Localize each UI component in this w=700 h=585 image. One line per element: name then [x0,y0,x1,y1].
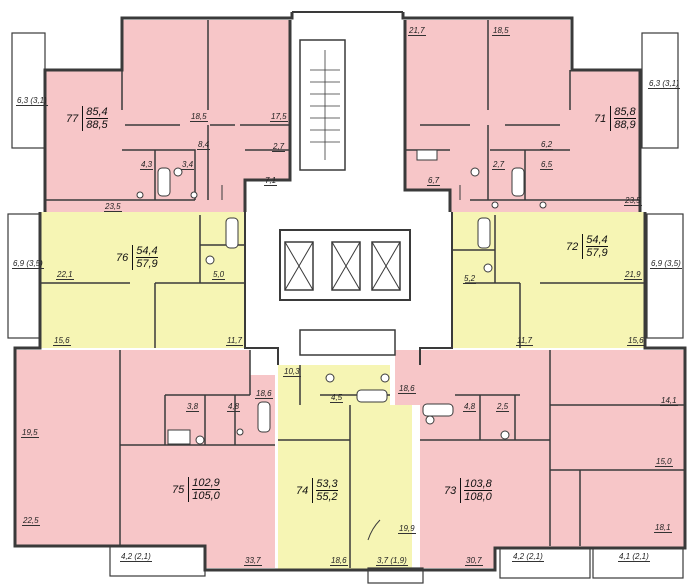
apartment-number: 77 [66,112,79,125]
room-area: 22,1 [56,270,74,280]
room-area: 4,5 [330,393,344,403]
room-area: 21,7 [408,26,426,36]
room-area: 17,5 [270,112,288,122]
room-area: 23,5 [104,202,122,212]
room-area: 4,2 (2,1) [120,552,152,562]
living-area: 54,4 [586,234,608,247]
room-area: 15,0 [655,457,673,467]
room-area: 4,3 [140,160,154,170]
room-area: 18,5 [190,112,208,122]
room-area: 15,6 [53,336,71,346]
room-area: 6,7 [427,176,441,186]
walls [7,11,687,584]
room-area: 15,6 [627,336,645,346]
room-area: 3,7 (1,9) [376,556,408,566]
apt-74-fill [278,365,412,570]
living-area: 102,9 [192,477,220,490]
total-area: 55,2 [316,491,338,503]
room-area: 8,4 [197,140,211,150]
room-area: 2,5 [496,402,510,412]
total-area: 88,5 [86,119,108,131]
room-area: 6,3 (3,1) [648,79,680,89]
room-area: 4,1 (2,1) [618,552,650,562]
living-area: 53,3 [316,478,338,491]
apartment-number: 72 [566,240,579,253]
apt-76-fill [40,212,245,348]
total-area: 108,0 [464,491,492,503]
total-area: 57,9 [586,247,608,259]
room-area: 18,6 [255,389,273,399]
apartment-number: 71 [594,112,607,125]
apt-75-fill [15,350,275,568]
room-area: 21,9 [624,270,642,280]
apartment-number: 75 [172,483,185,496]
room-area: 7,1 [264,176,278,186]
room-area: 6,9 (3,5) [650,259,682,269]
room-area: 3,4 [181,160,195,170]
room-area: 6,9 (3,5) [12,259,44,269]
total-area: 105,0 [192,490,220,502]
living-area: 54,4 [136,245,158,258]
room-area: 23,5 [624,196,642,206]
room-area: 3,8 [186,402,200,412]
living-area: 103,8 [464,478,492,491]
room-area: 30,7 [465,556,483,566]
apartment-number: 73 [444,484,457,497]
room-area: 11,7 [516,336,533,346]
room-area: 4,8 [463,402,477,412]
room-area: 6,5 [540,160,554,170]
room-area: 2,7 [272,142,286,152]
apt-77-fill [45,20,290,212]
room-area: 6,3 (3,1) [16,96,48,106]
apt-73-fill [395,350,685,568]
apartment-number: 76 [116,251,129,264]
room-area: 22,5 [22,516,40,526]
room-area: 18,6 [398,384,416,394]
room-area: 19,5 [21,428,39,438]
living-area: 85,4 [86,106,108,119]
room-area: 5,2 [463,274,477,284]
room-area: 33,7 [244,556,262,566]
room-area: 6,2 [540,140,554,150]
room-area: 2,7 [492,160,506,170]
apt-71-fill [405,20,640,212]
total-area: 57,9 [136,258,158,270]
fixtures [136,149,547,445]
room-area: 14,1 [660,396,678,406]
room-area: 4,2 (2,1) [512,552,544,562]
apartment-number: 74 [296,484,309,497]
room-area: 10,3 [283,367,301,377]
room-area: 18,5 [492,26,510,36]
room-area: 5,0 [212,270,226,280]
room-area: 19,9 [398,524,416,534]
room-area: 18,1 [654,523,672,533]
room-area: 4,8 [227,402,241,412]
room-area: 11,7 [226,336,243,346]
total-area: 88,9 [614,119,636,131]
living-area: 85,8 [614,106,636,119]
room-area: 18,6 [330,556,348,566]
